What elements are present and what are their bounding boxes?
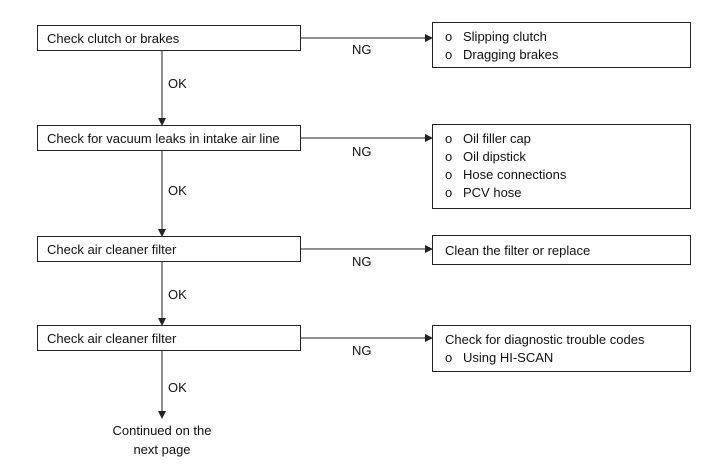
result-text: Using HI-SCAN	[463, 350, 554, 365]
step-label: Check air cleaner filter	[47, 242, 177, 257]
step-label: Check for vacuum leaks in intake air lin…	[47, 131, 280, 146]
ok-label: OK	[168, 183, 187, 198]
step-box-3: Check air cleaner filter	[37, 236, 301, 262]
result-item: o Hose connections	[445, 166, 690, 184]
bullet-marker: o	[445, 350, 453, 365]
result-item: o Oil dipstick	[445, 148, 690, 166]
result-item: o PCV hose	[445, 184, 690, 202]
result-text: Slipping clutch	[463, 29, 547, 44]
result-text: Hose connections	[463, 167, 567, 182]
result-item: o Dragging brakes	[445, 46, 690, 64]
step-label: Check clutch or brakes	[47, 31, 180, 46]
result-item: o Slipping clutch	[445, 28, 690, 46]
ok-label: OK	[168, 76, 187, 91]
result-heading: Check for diagnostic trouble codes	[445, 332, 645, 347]
ng-label: NG	[352, 343, 372, 358]
result-text: Dragging brakes	[463, 47, 559, 62]
result-box-4: Check for diagnostic trouble codes o Usin…	[432, 325, 691, 372]
bullet-marker: o	[445, 47, 453, 62]
result-text: PCV hose	[463, 185, 522, 200]
result-item: o Oil filler cap	[445, 130, 690, 148]
step-box-4: Check air cleaner filter	[37, 325, 301, 351]
ok-label: OK	[168, 380, 187, 395]
ng-label: NG	[352, 144, 372, 159]
step-box-2: Check for vacuum leaks in intake air lin…	[37, 125, 301, 151]
bullet-marker: o	[445, 149, 453, 164]
bullet-marker: o	[445, 29, 453, 44]
ng-label: NG	[352, 254, 372, 269]
step-label: Check air cleaner filter	[47, 331, 177, 346]
step-box-1: Check clutch or brakes	[37, 25, 301, 51]
ok-label: OK	[168, 287, 187, 302]
result-item: o Using HI-SCAN	[445, 349, 690, 367]
bullet-marker: o	[445, 167, 453, 182]
result-heading: Clean the filter or replace	[445, 243, 591, 258]
bullet-marker: o	[445, 185, 453, 200]
continuation-note: Continued on the next page	[92, 421, 232, 459]
result-text: Oil filler cap	[463, 131, 531, 146]
continuation-line-2: next page	[133, 442, 191, 457]
ng-label: NG	[352, 42, 372, 57]
bullet-marker: o	[445, 131, 453, 146]
result-text: Oil dipstick	[463, 149, 526, 164]
result-box-3: Clean the filter or replace	[432, 235, 691, 265]
continuation-line-1: Continued on the	[112, 423, 212, 438]
